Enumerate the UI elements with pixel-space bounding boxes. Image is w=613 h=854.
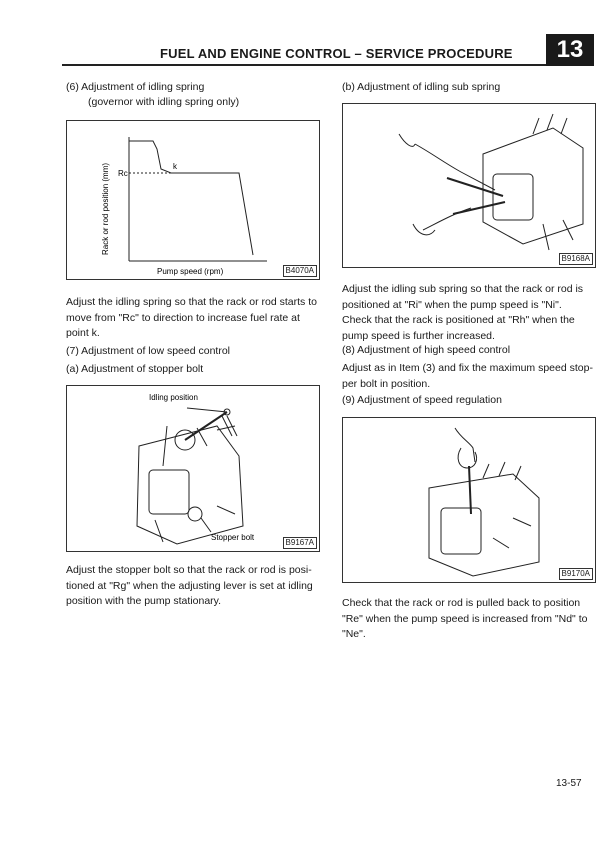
stopper-bolt-illustration: Idling position Stopper bolt [136, 393, 255, 545]
paragraph-idling-spring: Adjust the idling spring so that the rac… [66, 295, 322, 342]
text-line: positioned at "Ri" when the pump speed i… [342, 298, 562, 311]
figure-idling-sub-spring: B9168A [342, 103, 596, 268]
linkage-detail [216, 415, 238, 437]
graph-x-label: Pump speed (rpm) [157, 267, 224, 276]
idling-sub-spring-illustration [398, 113, 584, 251]
stopper-bolt-leader [200, 517, 212, 533]
governor-cover [148, 469, 190, 515]
figure-idling-spring-graph: Rack or rod position (mm) Rc k Pump spee… [66, 120, 320, 280]
governor-cover [492, 173, 534, 221]
upper-hand-arm [414, 143, 496, 191]
text-line: Adjust the idling spring so that the rac… [66, 296, 317, 308]
figure-code: B9168A [558, 253, 593, 265]
page-header-title: FUEL AND ENGINE CONTROL – SERVICE PROCED… [160, 46, 513, 61]
lower-hand [412, 223, 436, 236]
lever-end [223, 408, 231, 416]
paragraph-high-speed: Adjust as in Item (3) and fix the maximu… [342, 361, 598, 392]
page-number: 13-57 [556, 778, 582, 789]
section-7-heading: (7) Adjustment of low speed control [66, 345, 231, 357]
text-line: position with the pump stationary. [66, 595, 222, 607]
idling-position-leader [186, 407, 228, 413]
idling-spring-graph: Rack or rod position (mm) Rc k Pump spee… [101, 137, 267, 276]
screwdriver-upper [446, 177, 504, 197]
text-line: per bolt in position. [342, 377, 431, 390]
pump-detail-lines [492, 517, 532, 549]
pump-body-outline [428, 473, 540, 577]
hand [457, 447, 478, 469]
lever-hub [174, 429, 196, 451]
chapter-tab: 13 [546, 34, 594, 66]
paragraph-speed-regulation: Check that the rack or rod is pulled bac… [342, 596, 598, 643]
section-6-subheading: (governor with idling spring only) [88, 96, 240, 108]
text-line: "Ne". [342, 628, 366, 640]
stopper-bolt-label: Stopper bolt [211, 533, 255, 542]
section-9-heading: (9) Adjustment of speed regulation [342, 394, 502, 406]
speed-regulation-illustration [428, 427, 540, 577]
text-line: Check that the rack is positioned at "Rh… [342, 314, 575, 326]
text-line: Adjust as in Item (3) and fix the maximu… [342, 362, 593, 374]
screwdriver-lower [452, 201, 506, 215]
upper-hand [398, 133, 416, 147]
text-line: Adjust the idling sub spring so that the… [342, 283, 584, 295]
text-line: move from "Rc" to direction to increase … [66, 311, 300, 324]
hand-arm [454, 427, 476, 463]
figure-speed-regulation: B9170A [342, 417, 596, 583]
delivery-valves [532, 113, 568, 135]
pump-body-outline [136, 425, 244, 545]
text-line: tioned at "Rg" when the adjusting lever … [66, 579, 313, 592]
stopper-bolt-head [187, 506, 203, 522]
paragraph-idling-sub-spring: Adjust the idling sub spring so that the… [342, 282, 598, 344]
text-line: pump speed is further increased. [342, 329, 495, 342]
figure-code: B4070A [282, 265, 317, 277]
text-line: "Re" when the pump speed is increased fr… [342, 612, 588, 625]
text-line: point k. [66, 327, 100, 339]
pump-detail-lines [542, 219, 574, 251]
figure-code: B9167A [282, 537, 317, 549]
pump-body-outline [482, 127, 584, 245]
governor-cover [440, 507, 482, 555]
lower-hand-arm [422, 207, 472, 231]
section-b-heading: (b) Adjustment of idling sub spring [342, 81, 501, 93]
section-7a-heading: (a) Adjustment of stopper bolt [66, 363, 204, 375]
header-rule [62, 64, 594, 66]
governor-curve [129, 140, 254, 256]
text-line: Adjust the stopper bolt so that the rack… [66, 564, 312, 576]
section-8-heading: (8) Adjustment of high speed control [342, 344, 511, 356]
figure-code: B9170A [558, 568, 593, 580]
pump-detail-lines [154, 425, 236, 543]
delivery-valves [482, 461, 522, 481]
paragraph-stopper-bolt: Adjust the stopper bolt so that the rack… [66, 563, 322, 610]
graph-rc-label: Rc [118, 169, 128, 178]
section-6-heading: (6) Adjustment of idling spring [66, 81, 205, 93]
figure-stopper-bolt: Idling position Stopper bolt B9167A [66, 385, 320, 552]
text-line: Check that the rack or rod is pulled bac… [342, 597, 581, 609]
screwdriver [468, 465, 472, 515]
graph-k-label: k [173, 162, 178, 171]
idling-position-label: Idling position [149, 393, 198, 402]
adjusting-lever [184, 411, 228, 441]
graph-y-label: Rack or rod position (mm) [101, 163, 110, 255]
